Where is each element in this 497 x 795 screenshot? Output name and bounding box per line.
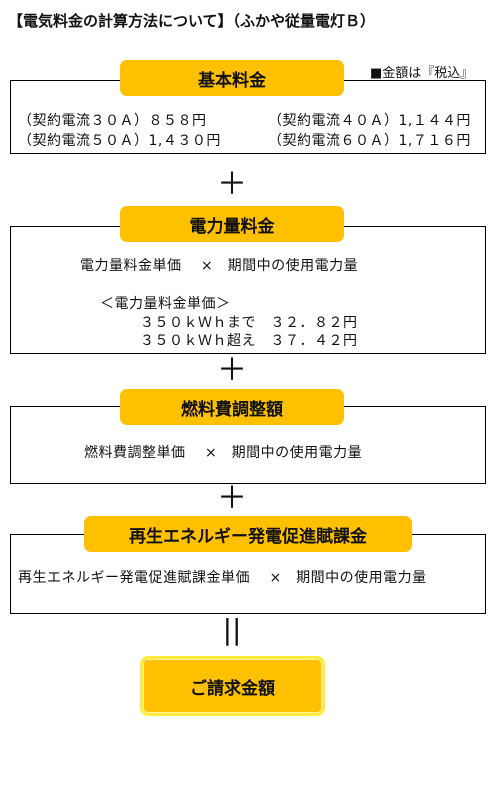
total-billing-amount: ご請求金額 [140, 656, 325, 716]
energy-unit-heading: ＜電力量料金単価＞ [100, 296, 231, 312]
plus-operator: ＋ [217, 481, 247, 516]
basic-charge-label: 基本料金 [120, 60, 344, 96]
renewable-formula: 再生エネルギー発電促進賦課金単価 × 期間中の使用電力量 [18, 570, 427, 586]
tax-included-note: ■金額は『税込』 [370, 66, 474, 81]
equals-operator: || [222, 613, 242, 646]
plus-operator: ＋ [217, 167, 247, 202]
basic-rate-50a: （契約電流５０Ａ）1,４３０円 [18, 133, 221, 149]
energy-formula: 電力量料金単価 × 期間中の使用電力量 [80, 258, 359, 274]
basic-rate-30a: （契約電流３０Ａ）８５８円 [18, 113, 207, 129]
renewable-levy-label: 再生エネルギー発電促進賦課金 [84, 516, 412, 552]
energy-charge-box [10, 226, 486, 354]
energy-tier-1: ３５０ｋＷｈまで ３２．８２円 [140, 315, 358, 331]
basic-rate-40a: （契約電流４０Ａ）1,１４４円 [268, 113, 471, 129]
energy-charge-label: 電力量料金 [120, 206, 344, 242]
basic-rate-60a: （契約電流６０Ａ）1,７１６円 [268, 133, 471, 149]
plus-operator: ＋ [217, 353, 247, 388]
energy-tier-2: ３５０ｋＷｈ超え ３７．４２円 [140, 333, 358, 349]
page-title: 【電気料金の計算方法について】（ふかや従量電灯Ｂ） [8, 12, 376, 30]
fuel-adjustment-label: 燃料費調整額 [120, 389, 344, 425]
fuel-formula: 燃料費調整単価 × 期間中の使用電力量 [84, 445, 363, 461]
